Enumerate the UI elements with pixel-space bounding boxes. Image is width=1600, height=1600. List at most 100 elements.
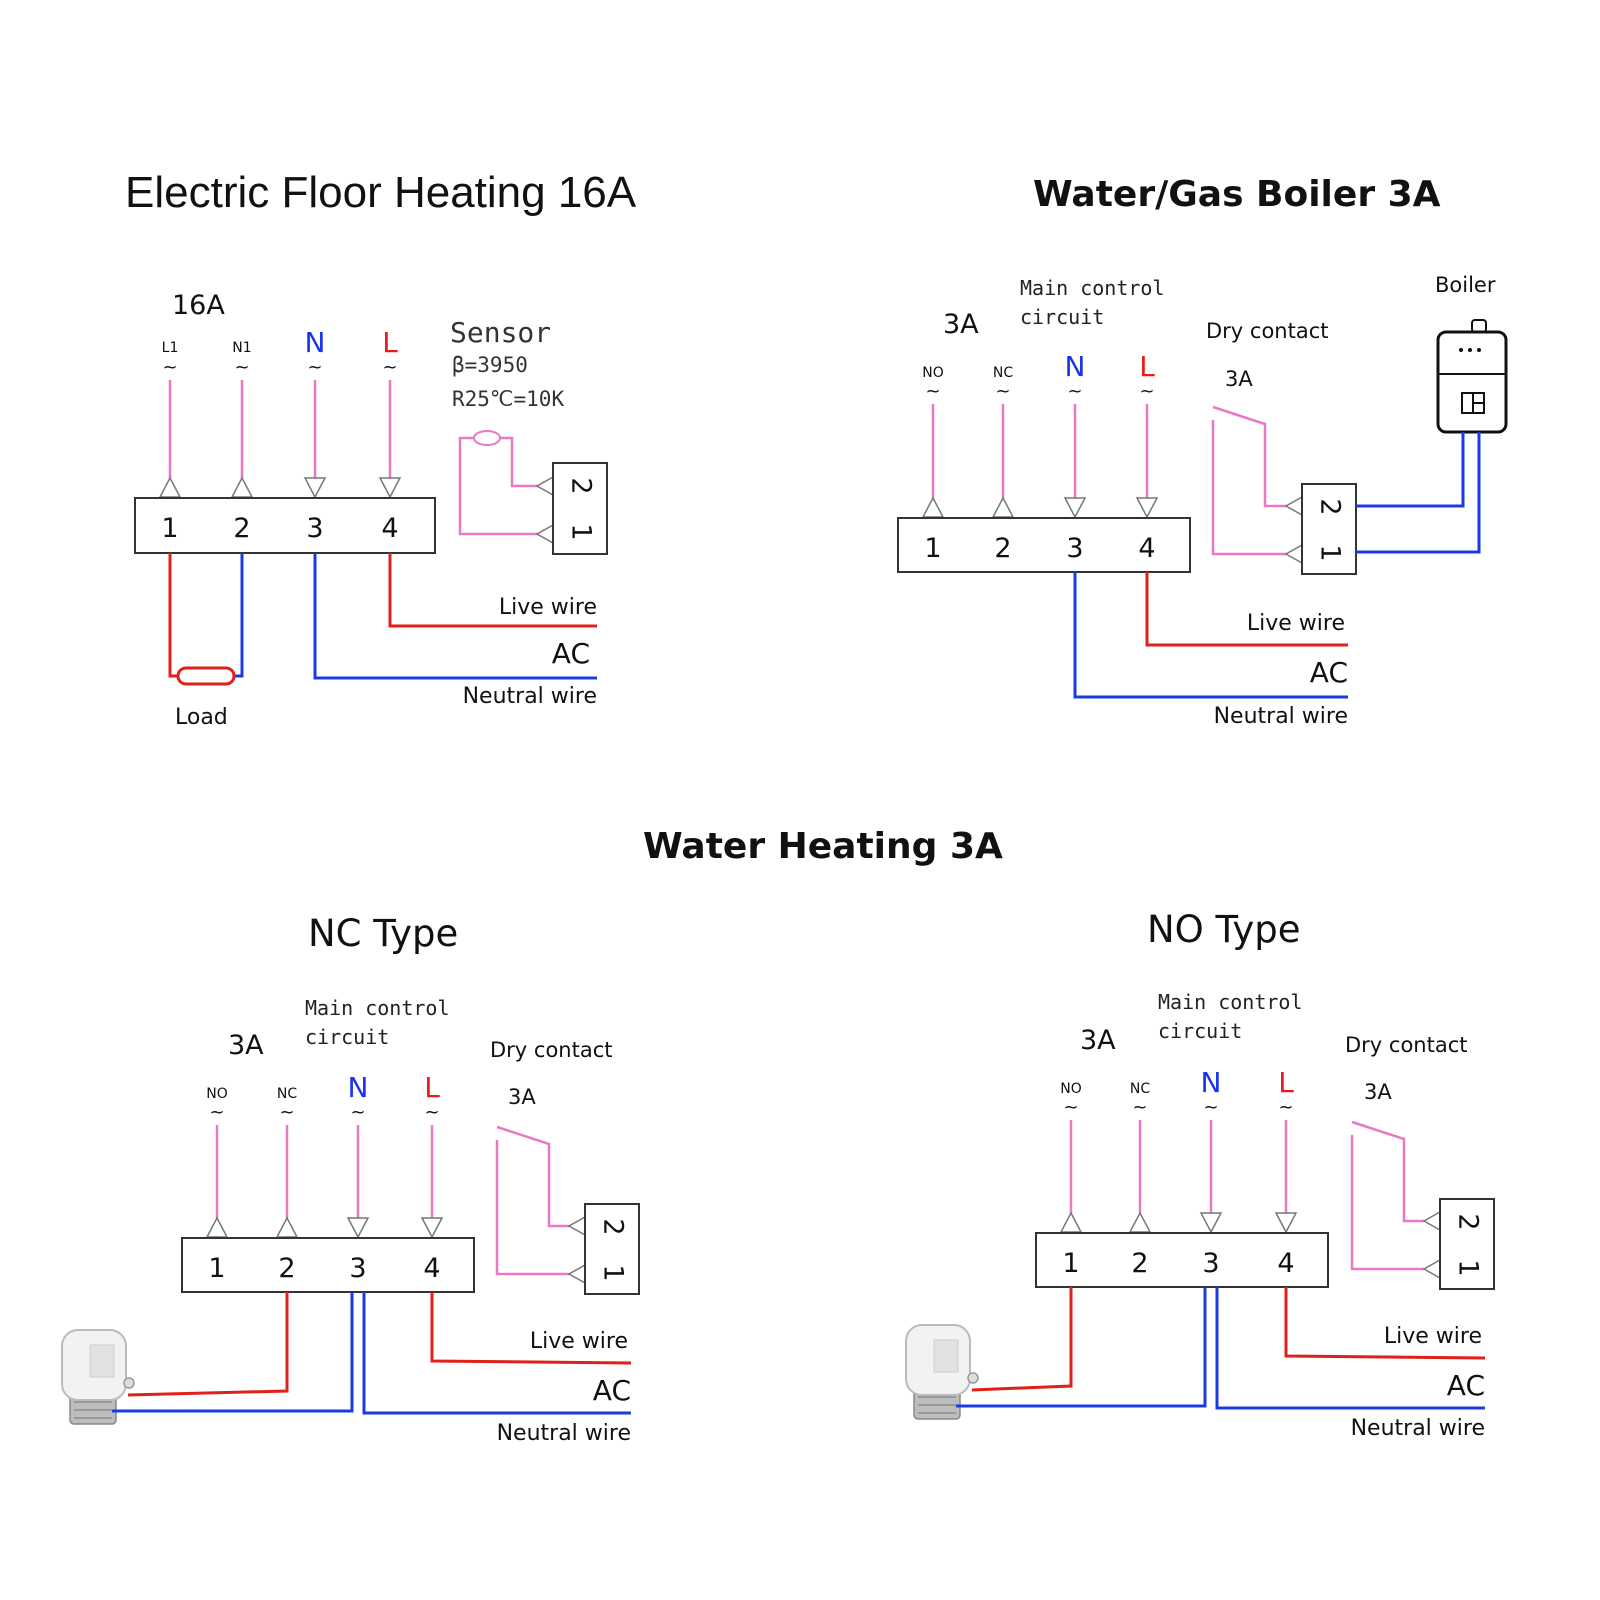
tilde-symbol: ~	[234, 357, 249, 378]
floor-heating-panel: Electric Floor Heating 16A 16A L1 N1 N L…	[125, 168, 637, 730]
tilde-symbol: ~	[1132, 1097, 1147, 1118]
live-wire-label: Live wire	[499, 595, 597, 620]
dry-contact-label: Dry contact	[490, 1038, 613, 1062]
terminal-number: 1	[598, 1264, 629, 1281]
dry-contact-switch-icon	[496, 1125, 569, 1228]
actuator-wire	[127, 1292, 289, 1397]
terminal-number: 2	[1453, 1213, 1484, 1230]
load-wire	[168, 553, 178, 678]
arrow-down-icon	[420, 1217, 444, 1239]
no-type-panel: NO Type 3A Main control circuit NO NC N …	[905, 908, 1495, 1441]
terminal-number: 2	[233, 513, 250, 544]
nc-type-title: NC Type	[308, 912, 458, 955]
terminal-block	[134, 497, 436, 554]
boiler-wire	[1356, 432, 1481, 554]
neutral-wire-line	[1215, 1287, 1485, 1410]
main-control-label-2: circuit	[1158, 1019, 1242, 1043]
terminal-number: 2	[566, 477, 597, 494]
main-control-label: Main control	[1158, 990, 1303, 1014]
dry-contact-wire	[1211, 420, 1286, 556]
arrow-left-icon	[1422, 1210, 1441, 1232]
terminal-block	[897, 517, 1191, 573]
main-control-label-2: circuit	[305, 1025, 389, 1049]
pin-label-nc: NC	[993, 365, 1013, 381]
load-wire	[234, 553, 244, 678]
load-label: Load	[175, 705, 228, 730]
live-wire-line	[388, 553, 597, 628]
boiler-label: Boiler	[1435, 273, 1496, 297]
sensor-label: Sensor	[450, 316, 551, 349]
arrow-left-icon	[567, 1215, 586, 1237]
live-wire-line	[430, 1292, 632, 1365]
main-control-label-2: circuit	[1020, 305, 1104, 329]
neutral-wire-label: Neutral wire	[1214, 704, 1348, 729]
dry-contact-terminal-block	[584, 1203, 640, 1295]
floor-heating-title: Electric Floor Heating 16A	[125, 168, 637, 217]
arrow-left-icon	[535, 523, 554, 545]
terminal-number: 3	[1202, 1248, 1219, 1279]
pin-label-no: NO	[1060, 1081, 1082, 1097]
terminal-number: 4	[1277, 1248, 1294, 1279]
neutral-wire-label: Neutral wire	[463, 684, 597, 709]
terminal-number: 1	[161, 513, 178, 544]
terminal-block	[1035, 1232, 1329, 1288]
water-heating-title: Water Heating 3A	[643, 826, 1003, 867]
dry-contact-amp: 3A	[1364, 1080, 1392, 1104]
ac-label: AC	[593, 1374, 631, 1407]
arrow-up-icon	[205, 1216, 229, 1238]
terminal-number: 1	[1062, 1248, 1079, 1279]
terminal-number: 3	[349, 1253, 366, 1284]
terminal-number: 2	[278, 1253, 295, 1284]
terminal-number: 4	[1138, 533, 1155, 564]
terminal-number: 4	[381, 513, 398, 544]
boiler-wire	[1356, 432, 1465, 508]
arrow-up-icon	[1059, 1211, 1083, 1233]
tilde-symbol: ~	[350, 1102, 365, 1123]
tilde-symbol: ~	[995, 381, 1010, 402]
neutral-wire-label: Neutral wire	[1351, 1416, 1485, 1441]
pin-label-n: N	[1065, 350, 1086, 383]
arrow-down-icon	[346, 1217, 370, 1239]
dry-contact-label: Dry contact	[1206, 319, 1329, 343]
sensor-wire	[500, 436, 540, 488]
live-wire-line	[1284, 1287, 1486, 1360]
sensor-beta: β=3950	[452, 353, 528, 377]
pin-label-n1: N1	[232, 340, 251, 356]
tilde-symbol: ~	[162, 357, 177, 378]
terminal-number: 1	[924, 533, 941, 564]
pin-label-l1: L1	[162, 340, 179, 356]
load-resistor-icon	[176, 666, 236, 686]
arrow-down-icon	[303, 477, 327, 499]
dry-contact-label: Dry contact	[1345, 1033, 1468, 1057]
sensor-wire	[458, 436, 540, 536]
arrow-up-icon	[275, 1216, 299, 1238]
actuator-wire	[112, 1292, 354, 1413]
neutral-wire-line	[313, 553, 597, 680]
thermal-actuator-icon	[905, 1324, 979, 1420]
arrow-up-icon	[158, 476, 182, 498]
actuator-wire	[956, 1287, 1207, 1408]
dry-contact-terminal-block	[1439, 1198, 1495, 1290]
dry-contact-wire	[495, 1140, 569, 1276]
main-control-label: Main control	[1020, 276, 1165, 300]
arrow-left-icon	[535, 475, 554, 497]
tilde-symbol: ~	[209, 1102, 224, 1123]
tilde-symbol: ~	[382, 357, 397, 378]
arrow-down-icon	[1063, 497, 1087, 519]
tilde-symbol: ~	[307, 357, 322, 378]
live-wire-label: Live wire	[530, 1329, 628, 1354]
terminal-number: 2	[994, 533, 1011, 564]
terminal-number: 2	[1131, 1248, 1148, 1279]
dry-contact-amp: 3A	[508, 1085, 536, 1109]
terminal-number: 2	[1315, 498, 1346, 515]
dry-contact-switch-icon	[1351, 1120, 1424, 1223]
tilde-symbol: ~	[1203, 1097, 1218, 1118]
floor-amp-label: 16A	[172, 290, 225, 321]
terminal-number: 2	[598, 1218, 629, 1235]
live-wire-label: Live wire	[1247, 611, 1345, 636]
ac-label: AC	[1310, 656, 1348, 689]
terminal-number: 4	[423, 1253, 440, 1284]
neutral-wire-line	[1073, 572, 1348, 699]
tilde-symbol: ~	[1278, 1097, 1293, 1118]
